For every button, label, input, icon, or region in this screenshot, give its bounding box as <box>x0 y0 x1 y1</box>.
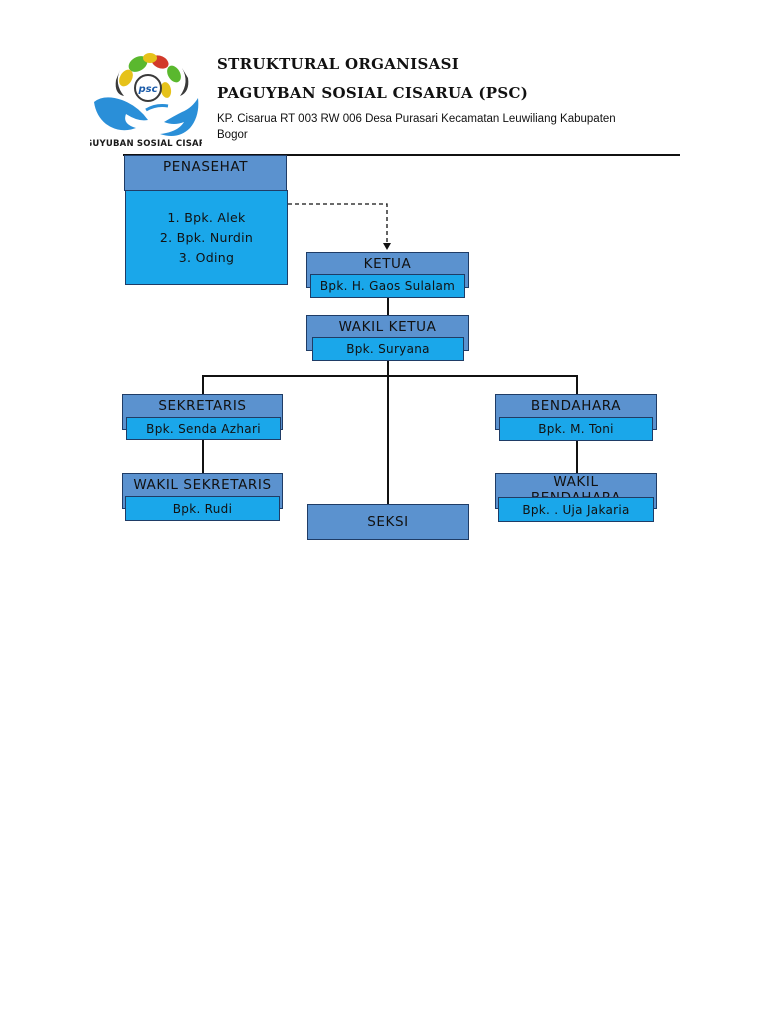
penasehat-member-1: 1. Bpk. Alek <box>167 209 246 225</box>
wakil-sekretaris-role-label: WAKIL SEKRETARIS <box>133 477 272 493</box>
bendahara-name-box: Bpk. M. Toni <box>499 417 653 441</box>
wakil-bendahara-name-box: Bpk. . Uja Jakaria <box>498 497 654 522</box>
ketua-name-box: Bpk. H. Gaos Sulalam <box>310 274 465 298</box>
penasehat-member-2: 2. Bpk. Nurdin <box>159 229 254 245</box>
seksi-role-box: SEKSI <box>307 504 469 540</box>
header-address: KP. Cisarua RT 003 RW 006 Desa Purasari … <box>217 111 667 143</box>
penasehat-members-box: 1. Bpk. Alek 2. Bpk. Nurdin 3. Oding <box>125 190 288 285</box>
sekretaris-role-label: SEKRETARIS <box>158 398 247 414</box>
header-divider <box>123 154 680 156</box>
ketua-role-label: KETUA <box>363 256 412 272</box>
bendahara-name-label: Bpk. M. Toni <box>538 422 614 436</box>
psc-logo-icon: psc PAGUYUBAN SOSIAL CISARUA <box>73 53 219 149</box>
wakil-ketua-role-label: WAKIL KETUA <box>338 319 437 335</box>
penasehat-role-label: PENASEHAT <box>162 159 249 175</box>
header-address-line2: Bogor <box>217 129 248 141</box>
seksi-role-label: SEKSI <box>367 514 409 530</box>
wakil-sekretaris-name-box: Bpk. Rudi <box>125 496 280 521</box>
header-title-line2: PAGUYBAN SOSIAL CISARUA (PSC) <box>217 84 529 102</box>
advisory-arrow-head <box>383 243 391 250</box>
logo-badge-text: psc <box>137 84 157 95</box>
psc-logo: psc PAGUYUBAN SOSIAL CISARUA <box>73 50 219 152</box>
advisory-dashed-line <box>288 203 388 246</box>
wakil-bendahara-name-label: Bpk. . Uja Jakaria <box>522 502 630 517</box>
wakil-sekretaris-name-label: Bpk. Rudi <box>172 501 233 516</box>
header-title-line1: STRUKTURAL ORGANISASI <box>217 55 460 73</box>
org-connectors <box>202 203 578 505</box>
logo-ring-text: PAGUYUBAN SOSIAL CISARUA <box>90 139 202 149</box>
sekretaris-name-label: Bpk. Senda Azhari <box>146 421 261 436</box>
wakil-ketua-name-box: Bpk. Suryana <box>312 337 464 361</box>
bendahara-role-label: BENDAHARA <box>530 398 622 414</box>
sekretaris-name-box: Bpk. Senda Azhari <box>126 417 281 440</box>
ketua-name-label: Bpk. H. Gaos Sulalam <box>319 279 456 293</box>
header-address-line1: KP. Cisarua RT 003 RW 006 Desa Purasari … <box>217 113 616 125</box>
penasehat-role-box: PENASEHAT <box>124 155 287 191</box>
penasehat-member-3: 3. Oding <box>178 249 235 265</box>
wakil-ketua-name-label: Bpk. Suryana <box>346 342 430 356</box>
